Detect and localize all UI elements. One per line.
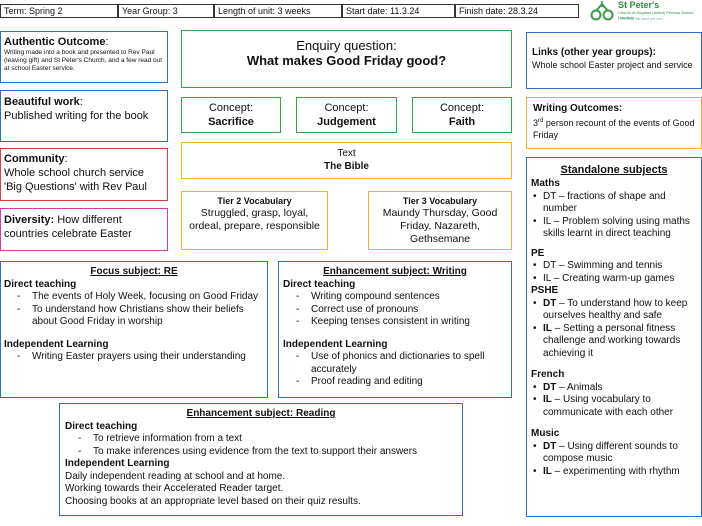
tier3-vocabulary-box: Tier 3 Vocabulary Maundy Thursday, Good …	[368, 191, 512, 250]
community-line-2: 'Big Questions' with Rev Paul	[4, 181, 147, 193]
list-item: Use of phonics and dictionaries to spell…	[283, 351, 507, 376]
links-box: Links (other year groups): Whole school …	[526, 32, 702, 89]
concept-sacrifice-box: Concept: Sacrifice	[181, 97, 281, 133]
standalone-heading: Standalone subjects	[560, 164, 668, 176]
community-line-1: Whole school church service	[4, 167, 145, 179]
links-text: Whole school Easter project and service	[532, 60, 693, 70]
reading-line: Choosing books at an appropriate level b…	[65, 495, 361, 507]
text-label: Text	[337, 148, 356, 159]
writing-independent-heading: Independent Learning	[283, 338, 388, 350]
list-item: DT – fractions of shape and number	[531, 191, 697, 216]
writing-direct-heading: Direct teaching	[283, 278, 356, 290]
list-item: Writing compound sentences	[283, 291, 507, 304]
french-heading: French	[531, 369, 565, 380]
tier2-words: Struggled, grasp, loyal, ordeal, prepare…	[189, 207, 320, 232]
reading-heading: Enhancement subject: Reading	[186, 408, 336, 419]
re-direct-heading: Direct teaching	[4, 278, 77, 290]
reading-line: Working towards their Accelerated Reader…	[65, 483, 284, 494]
enhancement-reading-box: Enhancement subject: Reading Direct teac…	[59, 403, 463, 516]
diversity-heading: Diversity:	[4, 214, 55, 226]
school-logo: St Peter's Church of England (Aided) Pri…	[589, 0, 701, 24]
list-item: To make inferences using evidence from t…	[65, 446, 457, 459]
list-item: Correct use of pronouns	[283, 304, 507, 317]
school-crest-icon	[590, 1, 614, 21]
list-item: IL – Creating warm-up games	[531, 273, 697, 286]
concept-value: Judgement	[317, 116, 376, 128]
concept-judgement-box: Concept: Judgement	[296, 97, 397, 133]
concept-label: Concept:	[208, 102, 254, 114]
authentic-outcome-heading: Authentic Outcome:	[4, 36, 109, 48]
text-box: Text The Bible	[181, 142, 512, 179]
list-item: DT – Animals	[531, 382, 697, 395]
list-item: Keeping tenses consistent in writing	[283, 316, 507, 329]
enquiry-question: What makes Good Friday good?	[246, 53, 447, 68]
list-item: DT – Swimming and tennis	[531, 260, 697, 273]
tier2-vocabulary-box: Tier 2 Vocabulary Struggled, grasp, loya…	[181, 191, 328, 250]
links-heading: Links (other year groups):	[532, 47, 656, 58]
concept-faith-box: Concept: Faith	[412, 97, 512, 133]
diversity-box: Diversity: How different countries celeb…	[0, 208, 168, 251]
list-item: To understand how Christians show their …	[4, 304, 264, 329]
enquiry-label: Enquiry question:	[296, 38, 397, 53]
writing-outcomes-text: 3rd person recount of the events of Good…	[533, 118, 695, 140]
writing-outcomes-box: Writing Outcomes: 3rd person recount of …	[526, 97, 702, 149]
list-item: To retrieve information from a text	[65, 433, 457, 446]
list-item: Writing Easter prayers using their under…	[4, 351, 264, 364]
concept-label: Concept:	[324, 102, 369, 114]
header-year-group: Year Group: 3	[118, 4, 214, 18]
concept-value: Sacrifice	[208, 116, 254, 128]
beautiful-work-heading: Beautiful work:	[4, 96, 83, 108]
maths-heading: Maths	[531, 178, 560, 189]
pe-heading: PE	[531, 247, 545, 259]
school-subtitle: Church of England (Aided) Primary School…	[618, 10, 694, 20]
concept-value: Faith	[448, 116, 476, 128]
header-term: Term: Spring 2	[0, 4, 118, 18]
authentic-outcome-box: Authentic Outcome: Writing made into a b…	[0, 31, 168, 83]
writing-heading: Enhancement subject: Writing	[323, 266, 467, 277]
standalone-subjects-box: Standalone subjects Maths DT – fractions…	[526, 157, 702, 517]
tier2-heading: Tier 2 Vocabulary	[217, 196, 292, 206]
list-item: DT – To understand how to keep ourselves…	[531, 298, 697, 323]
list-item: IL – experimenting with rhythm	[531, 466, 697, 479]
tier3-words: Maundy Thursday, Good Friday, Nazareth, …	[382, 207, 498, 245]
enhancement-writing-box: Enhancement subject: Writing Direct teac…	[278, 261, 512, 398]
reading-independent-heading: Independent Learning	[65, 458, 170, 469]
community-box: Community: Whole school church service '…	[0, 148, 168, 201]
authentic-outcome-text: Writing made into a book and presented t…	[4, 49, 163, 72]
list-item: IL – Problem solving using maths skills …	[531, 216, 697, 241]
music-heading: Music	[531, 428, 560, 439]
header-start-date: Start date: 11.3.24	[342, 4, 455, 18]
header-length: Length of unit: 3 weeks	[214, 4, 342, 18]
list-item: The events of Holy Week, focusing on Goo…	[4, 291, 264, 304]
re-independent-heading: Independent Learning	[4, 338, 109, 350]
pshe-heading: PSHE	[531, 285, 559, 296]
reading-direct-heading: Direct teaching	[65, 420, 138, 432]
reading-line: Daily independent reading at school and …	[65, 470, 286, 482]
list-item: DT – Using different sounds to compose m…	[531, 441, 697, 466]
text-value: The Bible	[323, 161, 369, 172]
list-item: Proof reading and editing	[283, 376, 507, 389]
list-item: IL – Using vocabulary to communicate wit…	[531, 394, 697, 419]
school-name: St Peter's	[618, 0, 660, 10]
beautiful-work-text: Published writing for the book	[4, 110, 149, 122]
header-finish-date: Finish date: 28.3.24	[455, 4, 579, 18]
enquiry-question-box: Enquiry question: What makes Good Friday…	[181, 30, 512, 88]
list-item: IL – Setting a personal fitness challeng…	[531, 323, 697, 361]
tier3-heading: Tier 3 Vocabulary	[402, 196, 478, 206]
diversity-text: How different countries celebrate Easter	[4, 214, 132, 240]
community-heading: Community:	[4, 153, 68, 165]
focus-subject-re-box: Focus subject: RE Direct teaching The ev…	[0, 261, 268, 398]
school-tagline: Learning the best we can...	[618, 16, 667, 21]
re-heading: Focus subject: RE	[90, 266, 178, 277]
writing-outcomes-heading: Writing Outcomes:	[533, 103, 623, 114]
concept-label: Concept:	[439, 102, 485, 114]
beautiful-work-box: Beautiful work: Published writing for th…	[0, 90, 168, 142]
